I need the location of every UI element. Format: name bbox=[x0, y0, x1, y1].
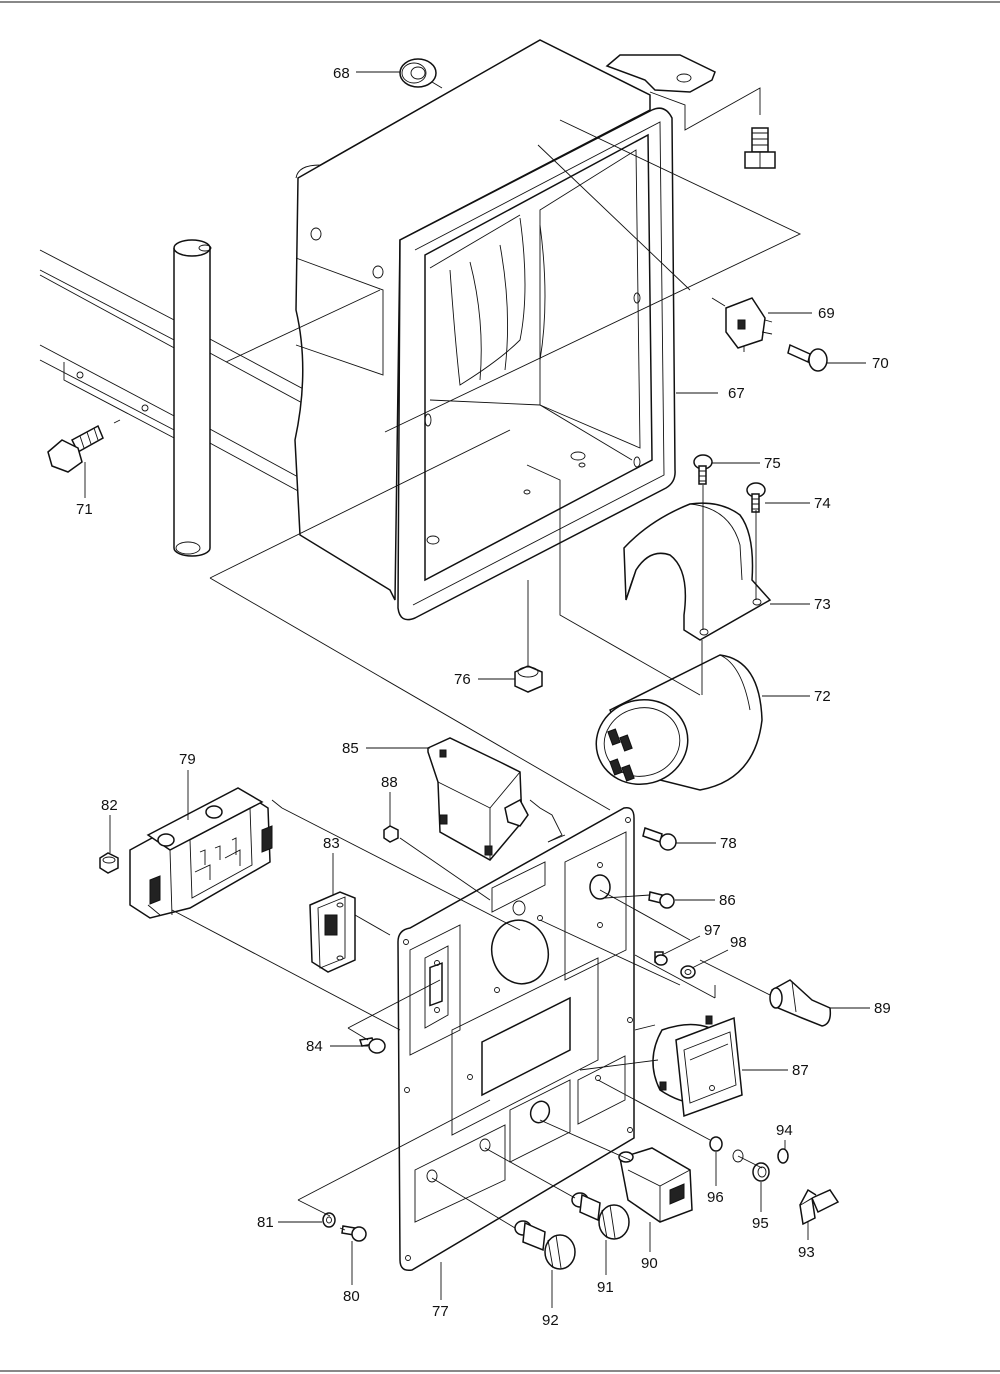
callout-82: 82 bbox=[101, 797, 118, 814]
nut-95 bbox=[752, 1162, 770, 1182]
hex-bolt-71 bbox=[47, 424, 104, 473]
callout-93: 93 bbox=[798, 1244, 815, 1261]
callout-78: 78 bbox=[720, 835, 737, 852]
washer-96 bbox=[709, 1136, 744, 1163]
callout-96: 96 bbox=[707, 1189, 724, 1206]
callout-89: 89 bbox=[874, 1000, 891, 1017]
callout-94: 94 bbox=[776, 1122, 793, 1139]
control-box-housing bbox=[294, 39, 761, 621]
callout-91: 91 bbox=[597, 1279, 614, 1296]
callout-87: 87 bbox=[792, 1062, 809, 1079]
callout-72: 72 bbox=[814, 688, 831, 705]
callout-75: 75 bbox=[764, 455, 781, 472]
grommet bbox=[399, 58, 443, 89]
nut-76 bbox=[514, 665, 543, 693]
callout-88: 88 bbox=[381, 774, 398, 791]
callout-79: 79 bbox=[179, 751, 196, 768]
callout-84: 84 bbox=[306, 1038, 323, 1055]
nut-98 bbox=[680, 965, 696, 979]
callout-81: 81 bbox=[257, 1214, 274, 1231]
capacitor bbox=[595, 654, 763, 791]
rocker-switch-83 bbox=[309, 891, 356, 973]
meter-gauge bbox=[652, 1015, 743, 1118]
callout-85: 85 bbox=[342, 740, 359, 757]
relay-component bbox=[725, 297, 773, 352]
frame-pipe bbox=[173, 239, 212, 557]
callout-80: 80 bbox=[343, 1288, 360, 1305]
circuit-breaker-85 bbox=[427, 737, 563, 861]
screw-75 bbox=[693, 454, 713, 485]
callout-98: 98 bbox=[730, 934, 747, 951]
capacitor-strap bbox=[623, 502, 772, 641]
screw-74 bbox=[746, 482, 766, 513]
screw-80 bbox=[341, 1225, 367, 1242]
callout-73: 73 bbox=[814, 596, 831, 613]
screw-78 bbox=[642, 827, 677, 851]
leader-lines bbox=[84, 71, 870, 1308]
control-panel-plate bbox=[397, 806, 635, 1272]
pilot-lamp bbox=[769, 979, 832, 1027]
bolt-70 bbox=[787, 343, 828, 372]
callout-74: 74 bbox=[814, 495, 831, 512]
assembly-lines bbox=[113, 119, 802, 1231]
callout-90: 90 bbox=[641, 1255, 658, 1272]
callout-97: 97 bbox=[704, 922, 721, 939]
callout-71: 71 bbox=[76, 501, 93, 518]
receptacle-79 bbox=[129, 787, 283, 919]
screw-84 bbox=[359, 1037, 386, 1054]
callout-77: 77 bbox=[432, 1303, 449, 1320]
circuit-breaker-90 bbox=[618, 1147, 693, 1223]
callout-69: 69 bbox=[818, 305, 835, 322]
callout-83: 83 bbox=[323, 835, 340, 852]
callout-86: 86 bbox=[719, 892, 736, 909]
callout-76: 76 bbox=[454, 671, 471, 688]
screw-86 bbox=[648, 891, 675, 909]
nut-88 bbox=[383, 825, 399, 843]
callout-70: 70 bbox=[872, 355, 889, 372]
wing-nut-93 bbox=[799, 1188, 840, 1226]
hex-bolt-top bbox=[744, 127, 776, 169]
callout-67: 67 bbox=[728, 385, 745, 402]
terminal-knob-92 bbox=[514, 1220, 576, 1270]
callout-68: 68 bbox=[333, 65, 350, 82]
callout-95: 95 bbox=[752, 1215, 769, 1232]
callout-92: 92 bbox=[542, 1312, 559, 1329]
callout-labels: 68 67 69 70 71 72 73 74 75 76 77 78 79 8… bbox=[76, 65, 891, 1329]
terminal-knob-91 bbox=[571, 1192, 630, 1240]
nut-82 bbox=[99, 852, 119, 874]
washer-94 bbox=[777, 1148, 789, 1164]
washer-81 bbox=[322, 1212, 336, 1228]
screw-97 bbox=[654, 951, 668, 966]
